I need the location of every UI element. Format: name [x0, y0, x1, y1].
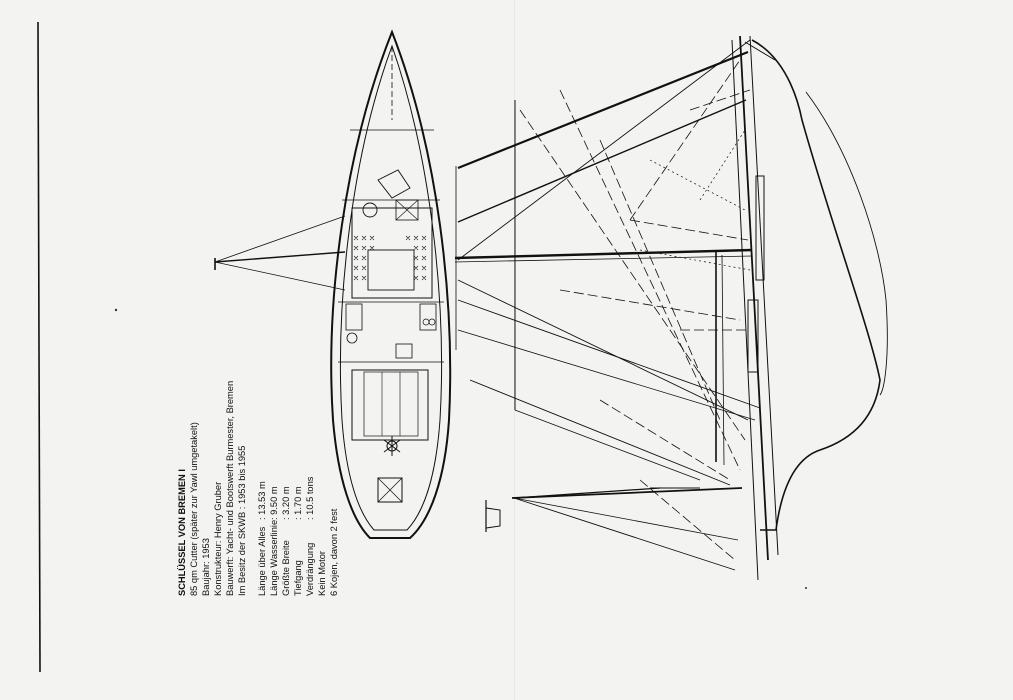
dimension-label: Länge Wasserlinie: [269, 519, 279, 596]
spec-line: Im Besitz der SKWB : 1953 bis 1955: [237, 445, 247, 596]
dimension-row: Länge Wasserlinie : 9.50 m: [268, 176, 280, 596]
spec-line: Bauwerft: Yacht- und Bootswerft Burmeste…: [225, 380, 235, 596]
dimension-value: : 1.70 m: [293, 486, 303, 520]
dimension-value: : 10.5 tons: [305, 476, 315, 520]
boom-spar: [214, 215, 346, 291]
deck-plan: [330, 29, 452, 539]
border-line: [37, 21, 41, 673]
spec-line: Baujahr: 1953: [201, 538, 211, 596]
dimension-value: : 13.53 m: [257, 481, 267, 520]
dimension-label: Länge über Alles: [257, 526, 267, 596]
dimension-row: Tiefgang : 1.70 m: [292, 176, 304, 596]
dimension-row: Länge über Alles : 13.53 m: [256, 176, 268, 596]
dimension-label: Tiefgang: [293, 560, 303, 596]
dimension-value: : 9.50 m: [269, 486, 279, 520]
spec-title: SCHLÜSSEL VON BREMEN I: [177, 469, 187, 596]
dimension-row: Größte Breite : 3.20 m: [280, 176, 292, 596]
spec-footer-line: 6 Kojen, davon 2 fest: [329, 508, 339, 596]
specification-block: SCHLÜSSEL VON BREMEN I 85 qm Cutter (spä…: [176, 176, 340, 596]
spec-line: Konstrukteur: Henry Gruber: [213, 481, 223, 596]
flag-icon: [485, 507, 501, 529]
wheel-icon: [383, 436, 401, 456]
spec-footer-line: Kein Motor: [317, 551, 327, 596]
dimension-label: Verdrängung: [305, 542, 315, 596]
spec-line: 85 qm Cutter (später zur Yawl umgetakelt…: [189, 422, 199, 596]
dimension-value: : 3.20 m: [281, 486, 291, 520]
dimension-label: Größte Breite: [281, 540, 291, 596]
dimension-row: Verdrängung : 10.5 tons: [304, 176, 316, 596]
sail-plan: [454, 35, 888, 581]
